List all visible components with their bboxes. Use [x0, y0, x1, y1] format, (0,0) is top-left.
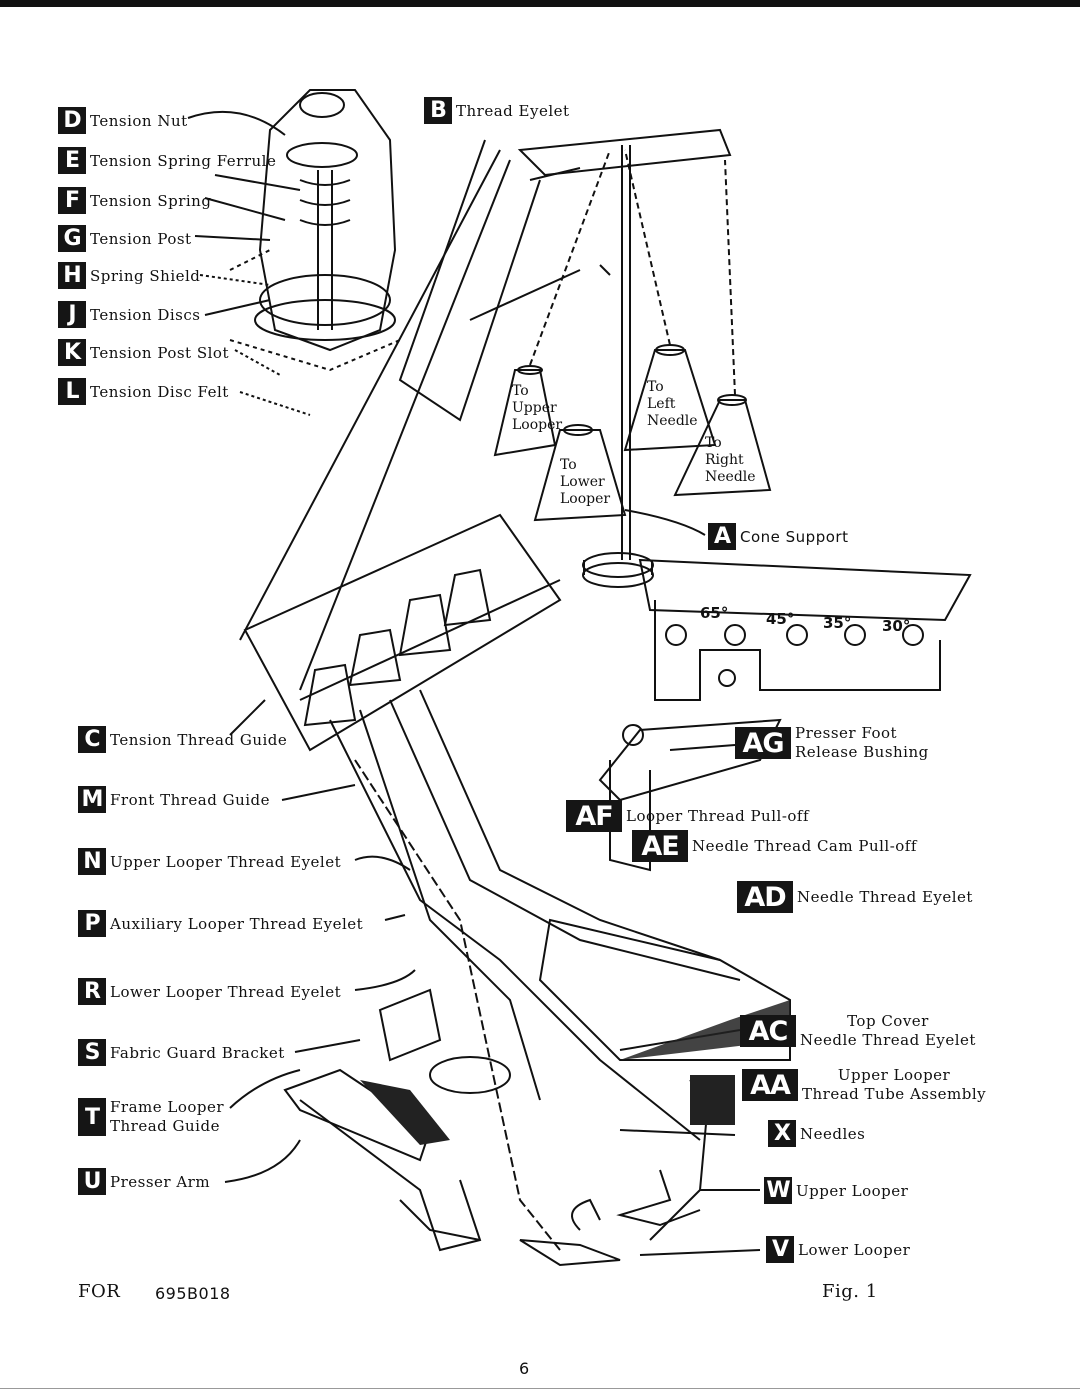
label-presser-arm: U Presser Arm: [78, 1168, 210, 1195]
callout-badge: AF: [566, 800, 622, 832]
callout-badge: AD: [737, 881, 793, 913]
callout-text: Tension Thread Guide: [110, 730, 288, 749]
callout-text: Tension Spring Ferrule: [90, 151, 277, 170]
top-border: [0, 0, 1080, 7]
label-frame-looper-thread-guide: T Frame Looper Thread Guide: [78, 1098, 224, 1136]
callout-text: Needles: [800, 1124, 866, 1143]
angle-65: 65°: [700, 604, 729, 622]
label-fabric-guard-bracket: S Fabric Guard Bracket: [78, 1039, 285, 1066]
label-tension-post-slot: K Tension Post Slot: [58, 339, 229, 366]
callout-text: Looper Thread Pull-off: [626, 807, 810, 825]
callout-badge: M: [78, 786, 106, 813]
callout-badge: N: [78, 848, 106, 875]
label-tension-spring: F Tension Spring: [58, 187, 211, 214]
callout-text: Tension Disc Felt: [90, 382, 229, 401]
callout-badge: D: [58, 107, 86, 134]
callout-badge: T: [78, 1098, 106, 1136]
cone-upper-looper-label: To Upper Looper: [512, 383, 563, 433]
callout-text: Top Cover Needle Thread Eyelet: [800, 1012, 976, 1049]
callout-text: Lower Looper Thread Eyelet: [110, 982, 342, 1001]
label-needle-thread-eyelet: AD Needle Thread Eyelet: [737, 881, 973, 913]
callout-badge: U: [78, 1168, 106, 1195]
callout-badge: X: [768, 1120, 796, 1147]
callout-text: Upper Looper: [796, 1181, 909, 1200]
label-tension-discs: J Tension Discs: [58, 301, 200, 328]
callout-badge: A: [708, 523, 736, 550]
cone-lower-looper-label: To Lower Looper: [560, 457, 611, 507]
callout-text: Needle Thread Cam Pull-off: [692, 837, 917, 855]
page-number: 6: [519, 1359, 530, 1378]
label-upper-looper-thread-tube-assembly: AA Upper Looper Thread Tube Assembly: [742, 1066, 986, 1104]
callout-text: Lower Looper: [798, 1240, 911, 1259]
cone-right-needle-label: To Right Needle: [705, 435, 756, 485]
label-top-cover-needle-thread-eyelet: AC Top Cover Needle Thread Eyelet: [740, 1012, 976, 1050]
callout-text: Tension Post: [90, 229, 192, 248]
callout-badge: H: [58, 262, 86, 289]
callout-badge: F: [58, 187, 86, 214]
callout-badge: K: [58, 339, 86, 366]
label-lower-looper: V Lower Looper: [766, 1236, 910, 1263]
label-cone-support: A Cone Support: [708, 523, 848, 550]
label-upper-looper-thread-eyelet: N Upper Looper Thread Eyelet: [78, 848, 341, 875]
label-auxiliary-looper-thread-eyelet: P Auxiliary Looper Thread Eyelet: [78, 910, 363, 937]
callout-text: Thread Eyelet: [456, 101, 570, 120]
callout-text: Needle Thread Eyelet: [797, 888, 973, 906]
label-thread-eyelet: B Thread Eyelet: [424, 97, 570, 124]
callout-badge: AE: [632, 830, 688, 862]
callout-text: Presser Arm: [110, 1172, 211, 1191]
label-tension-post: G Tension Post: [58, 225, 192, 252]
label-tension-spring-ferrule: E Tension Spring Ferrule: [58, 147, 276, 174]
label-tension-nut: D Tension Nut: [58, 107, 188, 134]
bottom-rule: [0, 1388, 1080, 1389]
callout-badge: C: [78, 726, 106, 753]
footer-model-number: 695B018: [155, 1284, 231, 1303]
angle-30: 30°: [882, 617, 911, 635]
callout-badge: B: [424, 97, 452, 124]
callout-text: Spring Shield: [90, 266, 201, 285]
label-presser-foot-release-bushing: AG Presser Foot Release Bushing: [735, 724, 929, 762]
label-needle-thread-cam-pull-off: AE Needle Thread Cam Pull-off: [632, 830, 917, 862]
callout-badge: L: [58, 378, 86, 405]
callout-text: Upper Looper Thread Eyelet: [110, 852, 342, 871]
label-lower-looper-thread-eyelet: R Lower Looper Thread Eyelet: [78, 978, 341, 1005]
callout-text: Tension Post Slot: [90, 343, 229, 362]
callout-text: Upper Looper Thread Tube Assembly: [802, 1066, 987, 1103]
cone-left-needle-label: To Left Needle: [647, 379, 698, 429]
angle-35: 35°: [823, 614, 852, 632]
callout-text: Auxiliary Looper Thread Eyelet: [110, 914, 364, 933]
label-spring-shield: H Spring Shield: [58, 262, 200, 289]
callout-badge: S: [78, 1039, 106, 1066]
figure-label: Fig. 1: [822, 1281, 878, 1302]
label-looper-thread-pull-off: AF Looper Thread Pull-off: [566, 800, 809, 832]
callout-badge: R: [78, 978, 106, 1005]
angle-45: 45°: [766, 610, 795, 628]
callout-text: Presser Foot Release Bushing: [795, 724, 929, 761]
label-tension-thread-guide: C Tension Thread Guide: [78, 726, 287, 753]
callout-text: Fabric Guard Bracket: [110, 1043, 285, 1062]
callout-text: Tension Spring: [90, 191, 212, 210]
callout-text: Frame Looper Thread Guide: [110, 1098, 225, 1135]
callout-badge: P: [78, 910, 106, 937]
tension-assembly-illustration: [229, 89, 401, 372]
callout-text: Front Thread Guide: [110, 790, 271, 809]
footer-for-label: FOR: [78, 1281, 121, 1302]
callout-text: Tension Discs: [90, 305, 201, 324]
callout-text: Cone Support: [740, 527, 849, 546]
callout-badge: V: [766, 1236, 794, 1263]
callout-text: Tension Nut: [90, 111, 188, 130]
callout-badge: G: [58, 225, 86, 252]
label-front-thread-guide: M Front Thread Guide: [78, 786, 270, 813]
callout-badge: AC: [740, 1015, 796, 1047]
label-upper-looper: W Upper Looper: [764, 1177, 908, 1204]
label-tension-disc-felt: L Tension Disc Felt: [58, 378, 229, 405]
callout-badge: J: [58, 301, 86, 328]
callout-badge: AA: [742, 1069, 798, 1101]
label-needles: X Needles: [768, 1120, 865, 1147]
callout-badge: AG: [735, 727, 791, 759]
callout-badge: E: [58, 147, 86, 174]
callout-badge: W: [764, 1177, 792, 1204]
